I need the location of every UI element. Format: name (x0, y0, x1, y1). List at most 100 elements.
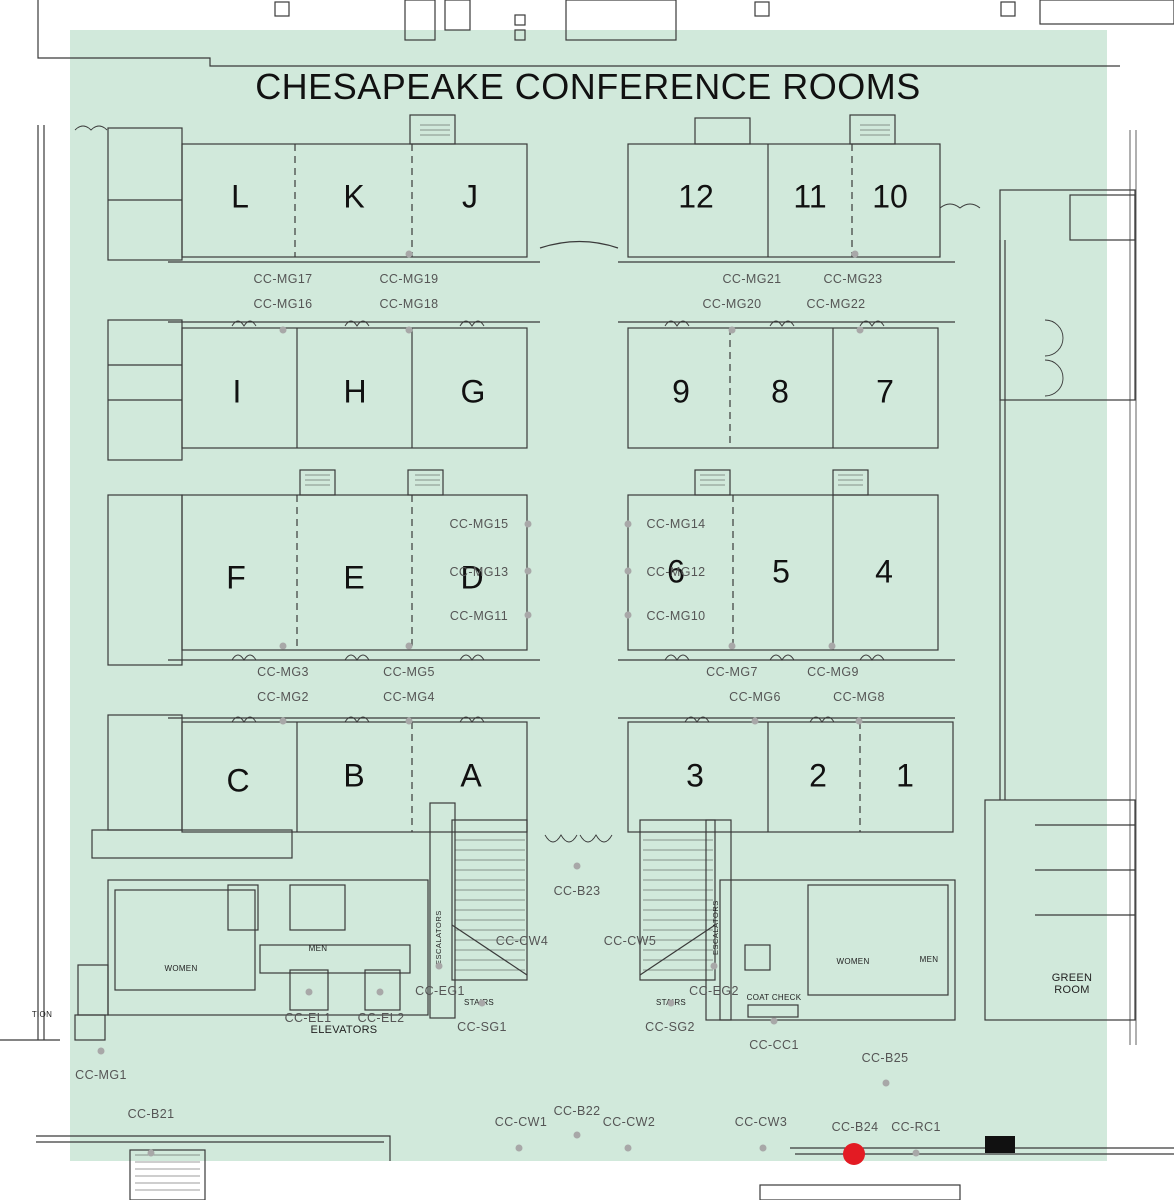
point-dot-mg20[interactable] (728, 326, 736, 334)
point-label-eg1: CC-EG1 (415, 984, 465, 998)
room-11[interactable]: 11 (793, 178, 827, 215)
room-12[interactable]: 12 (678, 178, 714, 215)
room-10[interactable]: 10 (872, 178, 908, 215)
point-label-mg11: CC-MG11 (449, 609, 509, 623)
point-label-mg5: CC-MG5 (383, 665, 435, 679)
point-dot-mg1[interactable] (97, 1047, 105, 1055)
point-dot-rc1[interactable] (912, 1149, 920, 1157)
point-label-mg17: CC-MG17 (253, 272, 313, 286)
room-a[interactable]: A (460, 757, 482, 794)
point-label-mg8: CC-MG8 (833, 690, 885, 704)
room-6[interactable]: 6 (667, 553, 685, 590)
point-dot-b21[interactable] (147, 1149, 155, 1157)
room-f[interactable]: F (226, 559, 246, 596)
point-dot-b22[interactable] (573, 1131, 581, 1139)
point-label-cw2: CC-CW2 (602, 1115, 656, 1129)
point-label-cw5: CC-CW5 (603, 934, 657, 948)
room-3[interactable]: 3 (686, 757, 704, 794)
point-dot-mg13[interactable] (524, 567, 532, 575)
point-dot-el1[interactable] (305, 988, 313, 996)
point-dot-mg23[interactable] (851, 250, 859, 258)
point-label-mg9: CC-MG9 (807, 665, 859, 679)
escalators-left-label: ESCALATORS (434, 910, 443, 965)
point-label-mg1: CC-MG1 (75, 1068, 127, 1082)
point-dot-mg3[interactable] (279, 642, 287, 650)
room-5[interactable]: 5 (772, 553, 790, 590)
room-4[interactable]: 4 (875, 553, 893, 590)
point-label-mg21: CC-MG21 (722, 272, 782, 286)
room-k[interactable]: K (343, 178, 365, 215)
point-dot-mg14[interactable] (624, 520, 632, 528)
point-dot-mg9[interactable] (828, 642, 836, 650)
escalators-right-label: ESCALATORS (711, 900, 720, 955)
point-dot-eg1[interactable] (435, 962, 443, 970)
point-label-rc1: CC-RC1 (891, 1120, 941, 1134)
point-dot-cw2[interactable] (624, 1144, 632, 1152)
point-dot-mg8[interactable] (855, 717, 863, 725)
point-dot-mg10[interactable] (624, 611, 632, 619)
point-dot-cc1[interactable] (770, 1017, 778, 1025)
room-d[interactable]: D (460, 559, 484, 596)
point-dot-cw1[interactable] (515, 1144, 523, 1152)
point-dot-b23[interactable] (573, 862, 581, 870)
room-e[interactable]: E (343, 559, 365, 596)
point-dot-mg6[interactable] (751, 717, 759, 725)
room-g[interactable]: G (460, 373, 486, 410)
point-label-b24: CC-B24 (831, 1120, 879, 1134)
cut-off-label: TION (31, 1010, 53, 1019)
point-dot-sg1[interactable] (478, 999, 486, 1007)
room-j[interactable]: J (462, 178, 478, 215)
point-label-cw1: CC-CW1 (494, 1115, 548, 1129)
restroom-men-left-label: MEN (308, 944, 328, 953)
point-dot-cw3[interactable] (759, 1144, 767, 1152)
room-b[interactable]: B (343, 757, 365, 794)
point-dot-mg16[interactable] (279, 326, 287, 334)
point-dot-mg5[interactable] (405, 642, 413, 650)
point-label-mg20: CC-MG20 (702, 297, 762, 311)
green-room-label-line2: ROOM (1054, 984, 1090, 996)
point-label-el2: CC-EL2 (357, 1011, 405, 1025)
point-label-mg3: CC-MG3 (257, 665, 309, 679)
point-dot-eg2[interactable] (710, 962, 718, 970)
room-9[interactable]: 9 (672, 373, 690, 410)
point-dot-sg2[interactable] (667, 999, 675, 1007)
room-7[interactable]: 7 (876, 373, 894, 410)
room-2[interactable]: 2 (809, 757, 827, 794)
point-dot-mg2[interactable] (279, 717, 287, 725)
point-label-mg2: CC-MG2 (257, 690, 309, 704)
point-label-mg19: CC-MG19 (379, 272, 439, 286)
point-dot-mg18[interactable] (405, 326, 413, 334)
room-8[interactable]: 8 (771, 373, 789, 410)
elevators-label: ELEVATORS (310, 1024, 378, 1036)
point-label-b22: CC-B22 (553, 1104, 601, 1118)
point-dot-mg22[interactable] (856, 326, 864, 334)
point-dot-el2[interactable] (376, 988, 384, 996)
room-i[interactable]: I (232, 373, 242, 410)
green-room-label-line1: GREEN (1051, 972, 1093, 984)
room-l[interactable]: L (231, 178, 249, 215)
point-label-b21: CC-B21 (127, 1107, 175, 1121)
black-box (985, 1136, 1015, 1153)
coat-check-label: COAT CHECK (746, 993, 802, 1002)
point-dot-mg4[interactable] (405, 717, 413, 725)
point-dot-mg11[interactable] (524, 611, 532, 619)
point-label-b25: CC-B25 (861, 1051, 909, 1065)
point-label-mg12: CC-MG12 (646, 565, 706, 579)
point-label-mg7: CC-MG7 (706, 665, 758, 679)
point-label-mg4: CC-MG4 (383, 690, 435, 704)
point-label-mg23: CC-MG23 (823, 272, 883, 286)
point-label-eg2: CC-EG2 (689, 984, 739, 998)
point-dot-mg7[interactable] (728, 642, 736, 650)
room-h[interactable]: H (343, 373, 367, 410)
room-c[interactable]: C (226, 762, 250, 799)
point-label-b23: CC-B23 (553, 884, 601, 898)
point-dot-b25[interactable] (882, 1079, 890, 1087)
point-dot-mg19[interactable] (405, 250, 413, 258)
point-label-mg6: CC-MG6 (729, 690, 781, 704)
point-label-cw3: CC-CW3 (734, 1115, 788, 1129)
point-label-sg1: CC-SG1 (457, 1020, 507, 1034)
point-dot-mg15[interactable] (524, 520, 532, 528)
point-dot-mg12[interactable] (624, 567, 632, 575)
room-1[interactable]: 1 (896, 757, 914, 794)
